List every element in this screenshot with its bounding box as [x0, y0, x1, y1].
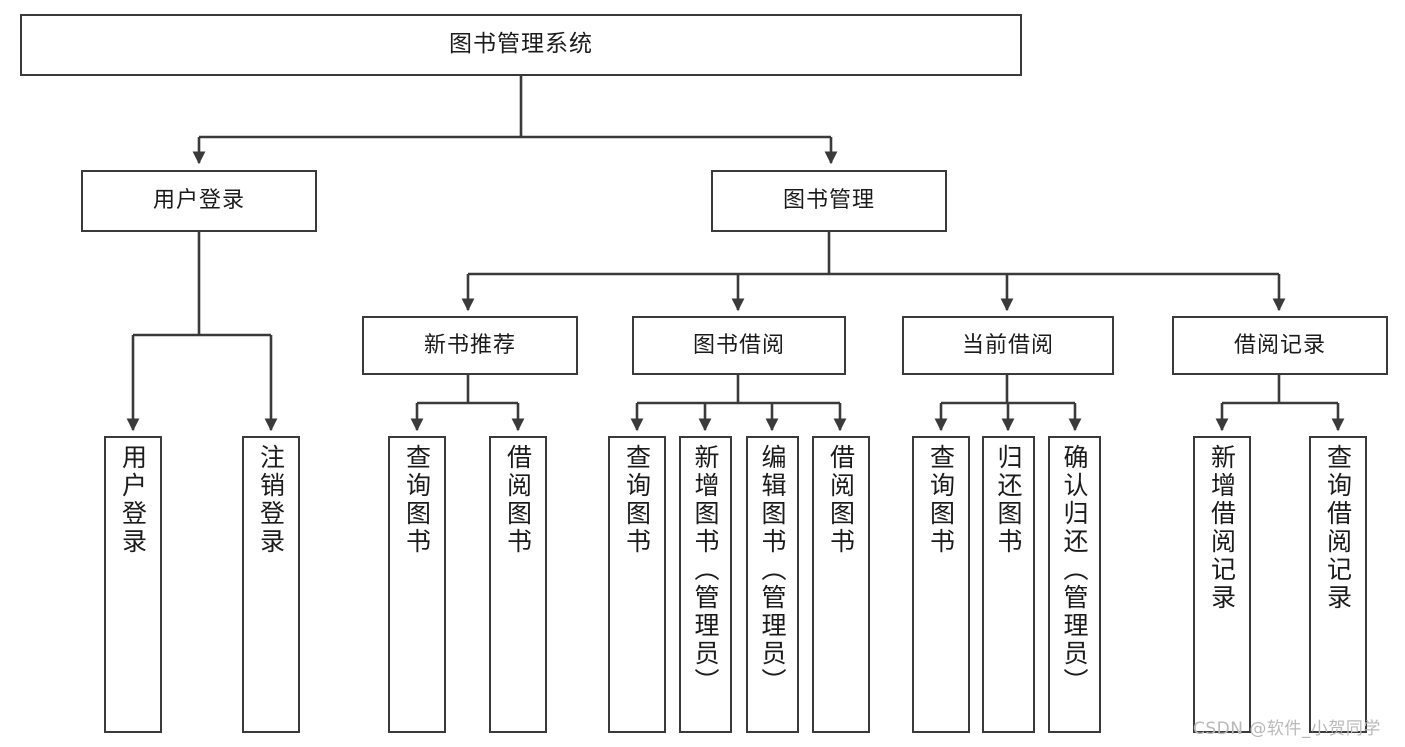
node-label: 图书借阅 — [692, 332, 785, 358]
node-label: 查询图书 — [402, 444, 432, 556]
leaf-add-book-admin[interactable]: 新增图书（管理员） — [679, 436, 732, 733]
node-borrowing-record[interactable]: 借阅记录 — [1172, 316, 1388, 375]
node-label: 确认归还（管理员） — [1060, 444, 1089, 696]
node-label: 查询图书 — [926, 444, 956, 556]
node-label: 借阅记录 — [1233, 332, 1326, 358]
csdn-watermark: CSDN @软件_小贺同学 — [1193, 714, 1381, 739]
leaf-borrow-book-recommend[interactable]: 借阅图书 — [489, 436, 547, 733]
node-label: 编辑图书（管理员） — [758, 444, 787, 696]
node-label: 归还图书 — [994, 444, 1023, 556]
node-label: 当前借阅 — [961, 332, 1054, 358]
node-root-book-management-system[interactable]: 图书管理系统 — [20, 14, 1022, 76]
node-label: 用户登录 — [118, 444, 148, 556]
leaf-user-login[interactable]: 用户登录 — [104, 436, 162, 733]
node-label: 用户登录 — [152, 188, 245, 214]
node-label: 新书推荐 — [423, 332, 516, 358]
leaf-return-book[interactable]: 归还图书 — [982, 436, 1035, 733]
leaf-query-book-borrow[interactable]: 查询图书 — [608, 436, 666, 733]
leaf-logout-login[interactable]: 注销登录 — [242, 436, 300, 733]
leaf-query-borrow-record[interactable]: 查询借阅记录 — [1309, 436, 1367, 733]
node-label: 查询借阅记录 — [1323, 444, 1353, 612]
node-new-book-recommendation[interactable]: 新书推荐 — [362, 316, 578, 375]
node-label: 注销登录 — [256, 444, 286, 556]
node-label: 借阅图书 — [826, 444, 856, 556]
leaf-add-borrow-record[interactable]: 新增借阅记录 — [1193, 436, 1251, 733]
node-user-login[interactable]: 用户登录 — [81, 170, 317, 232]
leaf-query-book-current[interactable]: 查询图书 — [912, 436, 970, 733]
leaf-confirm-return-admin[interactable]: 确认归还（管理员） — [1048, 436, 1101, 733]
leaf-borrow-book[interactable]: 借阅图书 — [812, 436, 870, 733]
leaf-edit-book-admin[interactable]: 编辑图书（管理员） — [746, 436, 799, 733]
node-book-borrowing[interactable]: 图书借阅 — [632, 316, 846, 375]
node-label: 图书管理 — [782, 188, 875, 214]
node-current-borrowing[interactable]: 当前借阅 — [902, 316, 1114, 375]
node-label: 新增图书（管理员） — [691, 444, 720, 696]
node-label: 借阅图书 — [503, 444, 533, 556]
node-label: 图书管理系统 — [449, 31, 593, 58]
node-book-management[interactable]: 图书管理 — [711, 170, 947, 232]
watermark-text: CSDN @软件_小贺同学 — [1193, 719, 1381, 739]
node-label: 新增借阅记录 — [1207, 444, 1237, 612]
leaf-query-book-recommend[interactable]: 查询图书 — [388, 436, 446, 733]
node-label: 查询图书 — [622, 444, 652, 556]
